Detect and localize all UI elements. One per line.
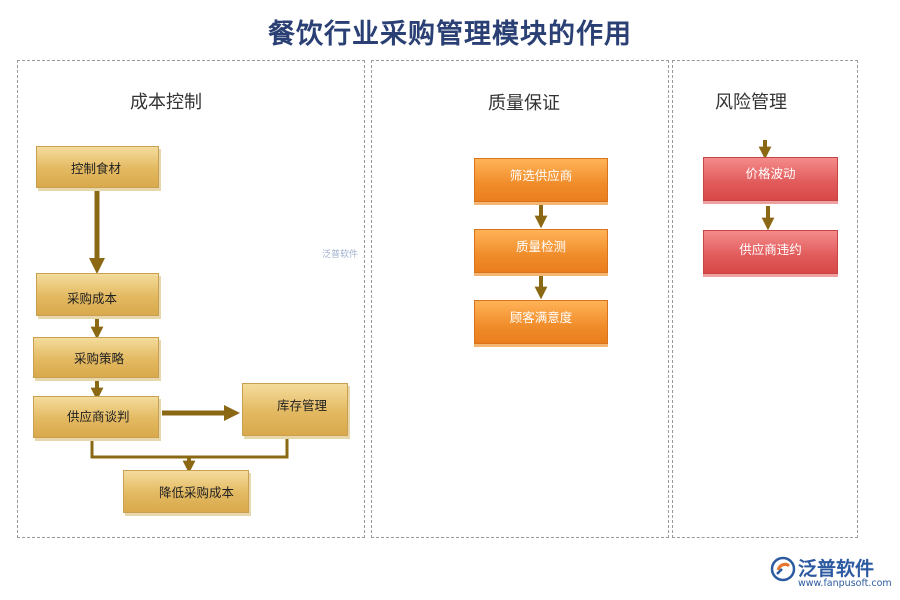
node-quality-inspection: 质量检测 — [474, 229, 608, 273]
node-inventory-management-label: 库存管理 — [277, 398, 328, 413]
merge-line-to-reduce — [90, 438, 289, 459]
node-screen-suppliers: 筛选供应商 — [474, 158, 608, 202]
node-supplier-breach-label: 供应商违约 — [739, 242, 802, 257]
node-price-fluctuation: 价格波动 — [703, 157, 838, 201]
logo-icon — [770, 556, 796, 582]
node-purchase-strategy: 采购策略 — [33, 337, 159, 378]
panel-title-risk: 风险管理 — [715, 92, 787, 113]
node-customer-satisfaction: 顾客满意度 — [474, 300, 608, 344]
panel-quality-assurance — [371, 60, 669, 538]
panel-title-quality: 质量保证 — [488, 93, 560, 114]
node-supplier-breach: 供应商违约 — [703, 230, 838, 274]
node-customer-satisfaction-label: 顾客满意度 — [509, 310, 573, 325]
panel-title-cost: 成本控制 — [130, 92, 202, 113]
node-control-food: 控制食材 — [36, 146, 159, 188]
node-inventory-management: 库存管理 — [242, 383, 348, 436]
node-quality-inspection-label: 质量检测 — [515, 239, 566, 254]
logo-url: www.fanpusoft.com — [798, 578, 892, 589]
node-purchase-strategy-label: 采购策略 — [74, 351, 125, 366]
node-purchase-cost-label: 采购成本 — [67, 291, 118, 306]
node-purchase-cost: 采购成本 — [36, 273, 159, 316]
logo-name: 泛普软件 — [798, 558, 875, 580]
page-title: 餐饮行业采购管理模块的作用 — [268, 19, 632, 50]
node-control-food-label: 控制食材 — [71, 160, 122, 176]
watermark-text: 泛普软件 — [322, 250, 359, 260]
node-screen-suppliers-label: 筛选供应商 — [509, 168, 573, 183]
panel-cost-control — [17, 60, 365, 538]
panel-risk-management — [672, 60, 858, 538]
node-supplier-negotiation-label: 供应商谈判 — [67, 409, 130, 424]
node-reduce-cost: 降低采购成本 — [123, 470, 249, 513]
node-reduce-cost-label: 降低采购成本 — [159, 485, 235, 500]
node-supplier-negotiation: 供应商谈判 — [33, 396, 159, 438]
node-price-fluctuation-label: 价格波动 — [745, 166, 796, 181]
